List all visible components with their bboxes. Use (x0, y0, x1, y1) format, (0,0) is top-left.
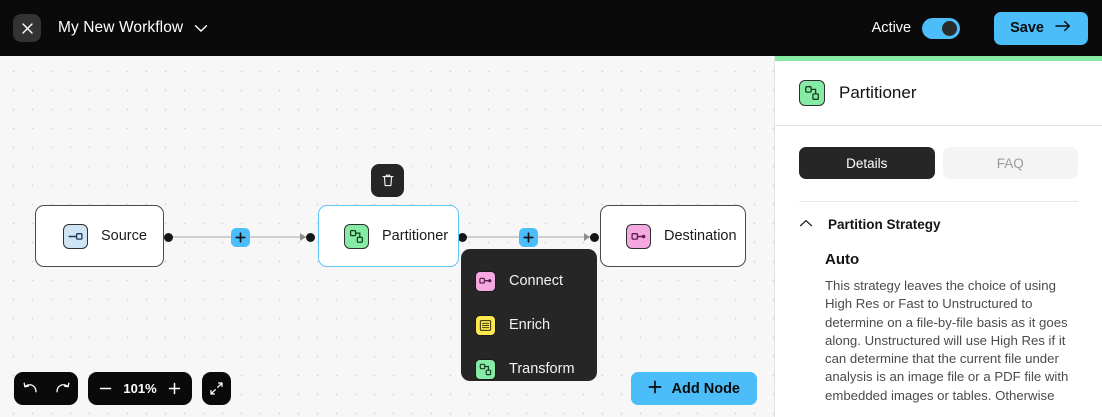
partition-icon (344, 223, 369, 249)
add-node-label: Add Node (671, 380, 740, 397)
node-context-menu: Connect Enrich Transform (461, 249, 597, 381)
tab-details[interactable]: Details (799, 147, 935, 179)
panel-title: Partitioner (839, 83, 917, 102)
edge-endpoint-dot (590, 233, 599, 242)
zoom-in-button[interactable] (168, 382, 181, 395)
edge-arrow-icon (584, 233, 590, 241)
app-header: My New Workflow Active Save (0, 0, 1102, 56)
strategy-description: This strategy leaves the choice of using… (825, 278, 1069, 403)
details-panel: Partitioner Details FAQ Partition Strate… (774, 56, 1102, 417)
add-node-on-edge-button[interactable] (519, 228, 538, 247)
undo-icon[interactable] (22, 382, 39, 396)
add-node-on-edge-button[interactable] (231, 228, 250, 247)
toggle-knob (942, 20, 958, 36)
canvas-node-source[interactable]: Source (35, 205, 164, 267)
fit-view-button[interactable] (202, 372, 231, 405)
arrow-right-icon (1055, 20, 1072, 36)
header-actions: Active Save (871, 11, 1102, 45)
context-menu-label: Enrich (509, 317, 551, 333)
zoom-level-value: 101% (123, 381, 157, 396)
transform-icon (475, 358, 496, 380)
redo-icon[interactable] (54, 382, 71, 396)
node-label: Destination (664, 228, 737, 244)
context-menu-label: Transform (509, 361, 575, 377)
active-toggle[interactable] (922, 17, 961, 39)
panel-header: Partitioner (775, 61, 1102, 125)
save-button[interactable]: Save (994, 11, 1088, 45)
canvas-node-destination[interactable]: Destination (600, 205, 746, 267)
context-menu-item-enrich[interactable]: Enrich (461, 303, 597, 347)
section-title: Partition Strategy (828, 216, 941, 232)
workflow-canvas[interactable]: Source Partitioner Destination (0, 56, 774, 417)
edge-endpoint-dot (458, 233, 467, 242)
active-label: Active (871, 20, 912, 36)
zoom-out-button[interactable] (99, 382, 112, 395)
plus-icon (648, 380, 662, 398)
panel-tabs: Details FAQ (775, 126, 1102, 179)
tab-faq[interactable]: FAQ (942, 147, 1078, 179)
context-menu-item-connect[interactable]: Connect (461, 259, 597, 303)
panel-divider (775, 125, 1102, 126)
panel-accent-bar (775, 56, 1102, 61)
add-node-button[interactable]: Add Node (630, 372, 757, 405)
edge-arrow-icon (300, 233, 306, 241)
node-label: Source (101, 228, 147, 244)
strategy-name: Auto (825, 251, 860, 268)
save-button-label: Save (1010, 20, 1044, 36)
node-label: Partitioner (382, 228, 449, 244)
context-menu-item-transform[interactable]: Transform (461, 347, 597, 391)
connect-icon (475, 270, 496, 292)
partition-icon (799, 80, 825, 106)
chevron-up-icon (799, 215, 813, 233)
workflow-title[interactable]: My New Workflow (58, 19, 184, 36)
chevron-down-icon[interactable] (194, 24, 208, 33)
zoom-toolbar: 101% (88, 372, 192, 405)
section-divider (799, 201, 1078, 202)
source-icon (63, 223, 88, 249)
delete-node-button[interactable] (371, 164, 404, 197)
edge-endpoint-dot (164, 233, 173, 242)
partition-strategy-section-header[interactable]: Partition Strategy (775, 202, 1102, 233)
destination-icon (626, 223, 651, 249)
close-icon[interactable] (13, 14, 41, 42)
edge-endpoint-dot (306, 233, 315, 242)
enrich-icon (475, 314, 496, 336)
canvas-node-partitioner[interactable]: Partitioner (318, 205, 459, 267)
history-toolbar (14, 372, 78, 405)
context-menu-label: Connect (509, 273, 564, 289)
